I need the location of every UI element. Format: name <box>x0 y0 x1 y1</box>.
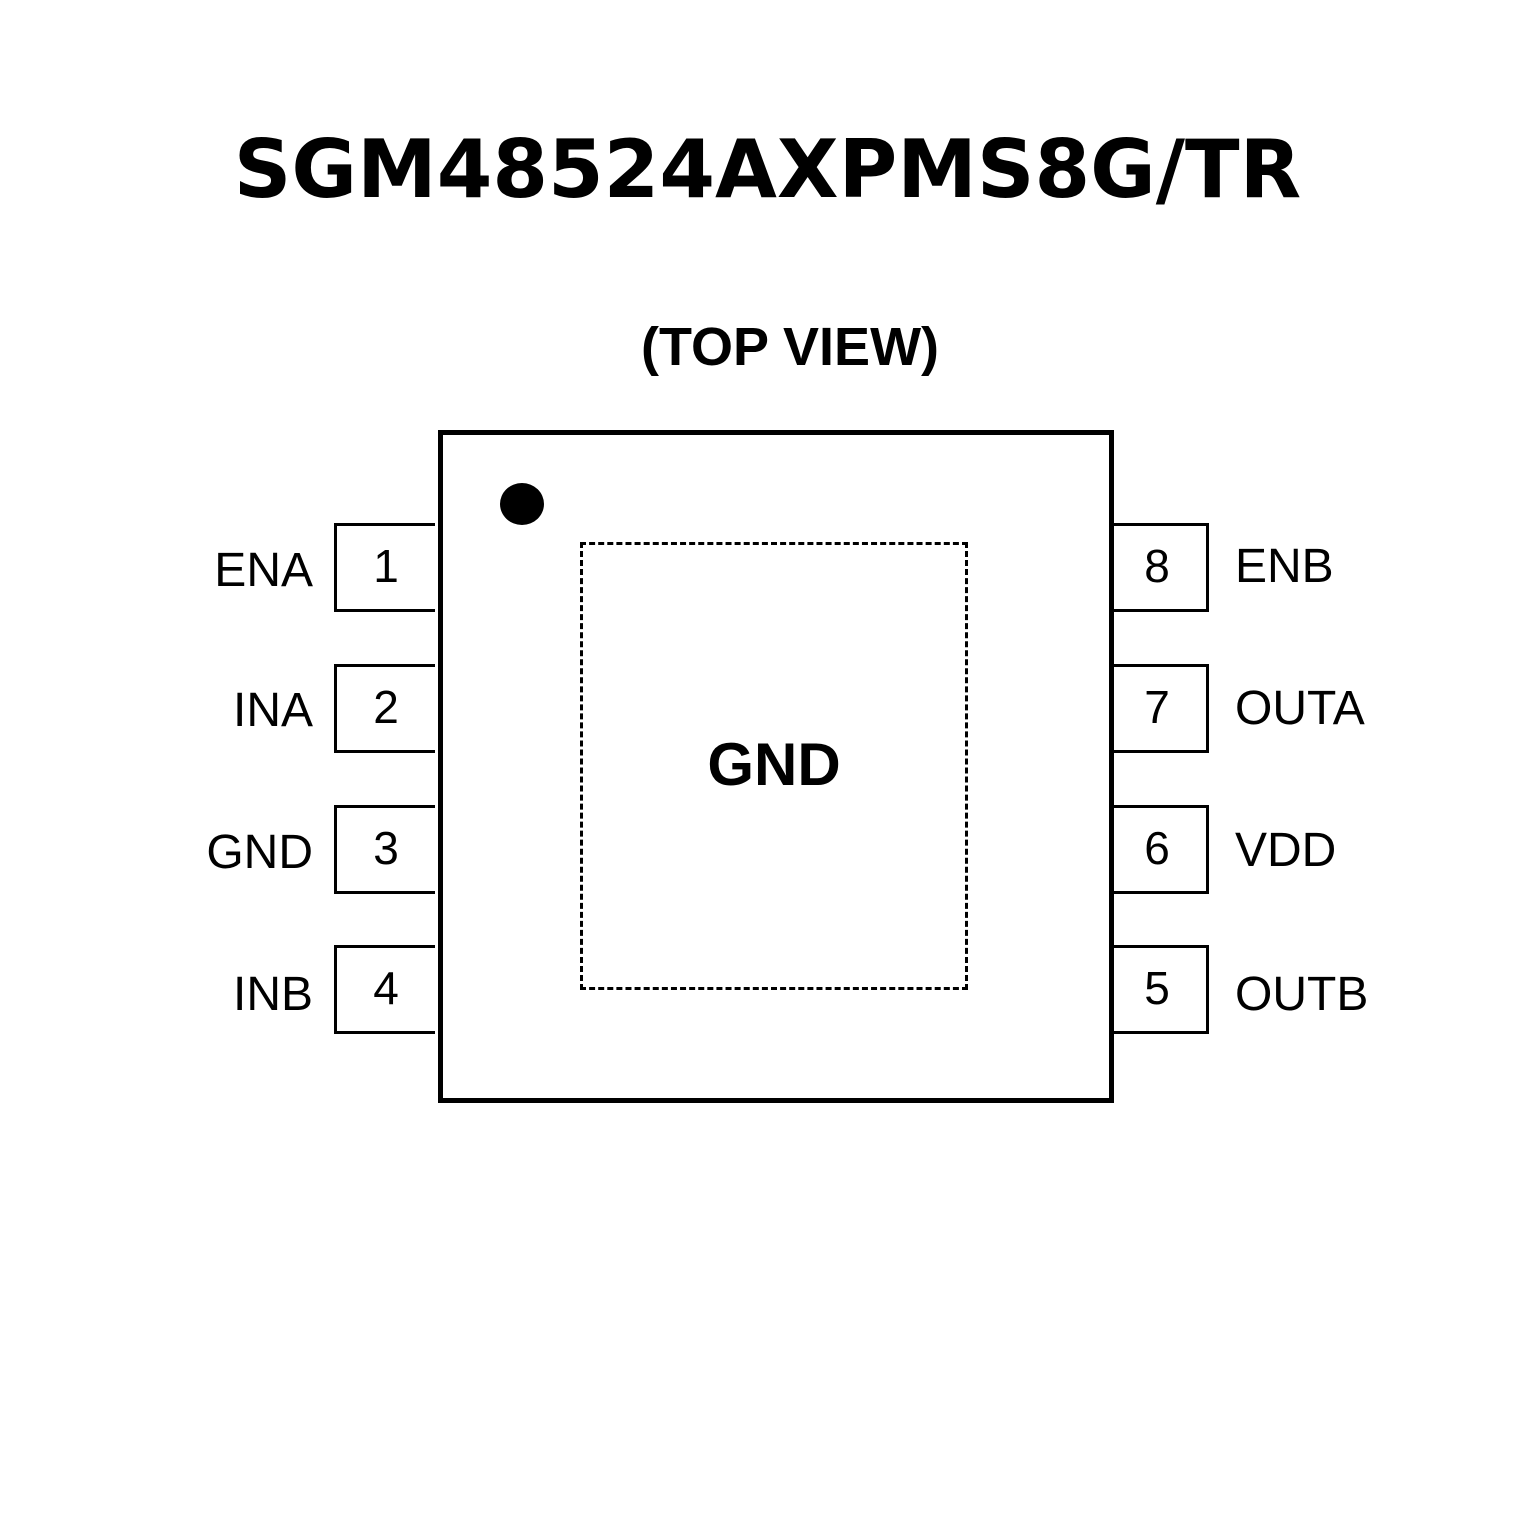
pin-8-name: ENB <box>1235 540 1334 593</box>
pin-3-name: GND <box>206 826 313 879</box>
view-label: (TOP VIEW) <box>640 317 940 377</box>
pin-2-name: INA <box>232 684 313 737</box>
pin-1-name: ENA <box>214 544 313 597</box>
exposed-pad-label: GND <box>707 731 841 798</box>
pin-6: 6 <box>1108 805 1209 894</box>
pin-3: 3 <box>334 805 435 894</box>
pin-2: 2 <box>334 664 435 753</box>
pin-7-name: OUTA <box>1235 682 1365 735</box>
pin-5: 5 <box>1108 945 1209 1034</box>
pin-4-name: INB <box>232 968 313 1021</box>
pin-5-name: OUTB <box>1235 968 1369 1021</box>
pin-7: 7 <box>1108 664 1209 753</box>
pin-6-name: VDD <box>1235 824 1337 877</box>
pin-1: 1 <box>334 523 435 612</box>
pin-4: 4 <box>334 945 435 1034</box>
pin-8: 8 <box>1108 523 1209 612</box>
exposed-pad <box>580 542 968 990</box>
pin1-indicator-dot <box>500 483 544 525</box>
part-number-title: SGM48524AXPMS8G/TR <box>233 123 1302 216</box>
